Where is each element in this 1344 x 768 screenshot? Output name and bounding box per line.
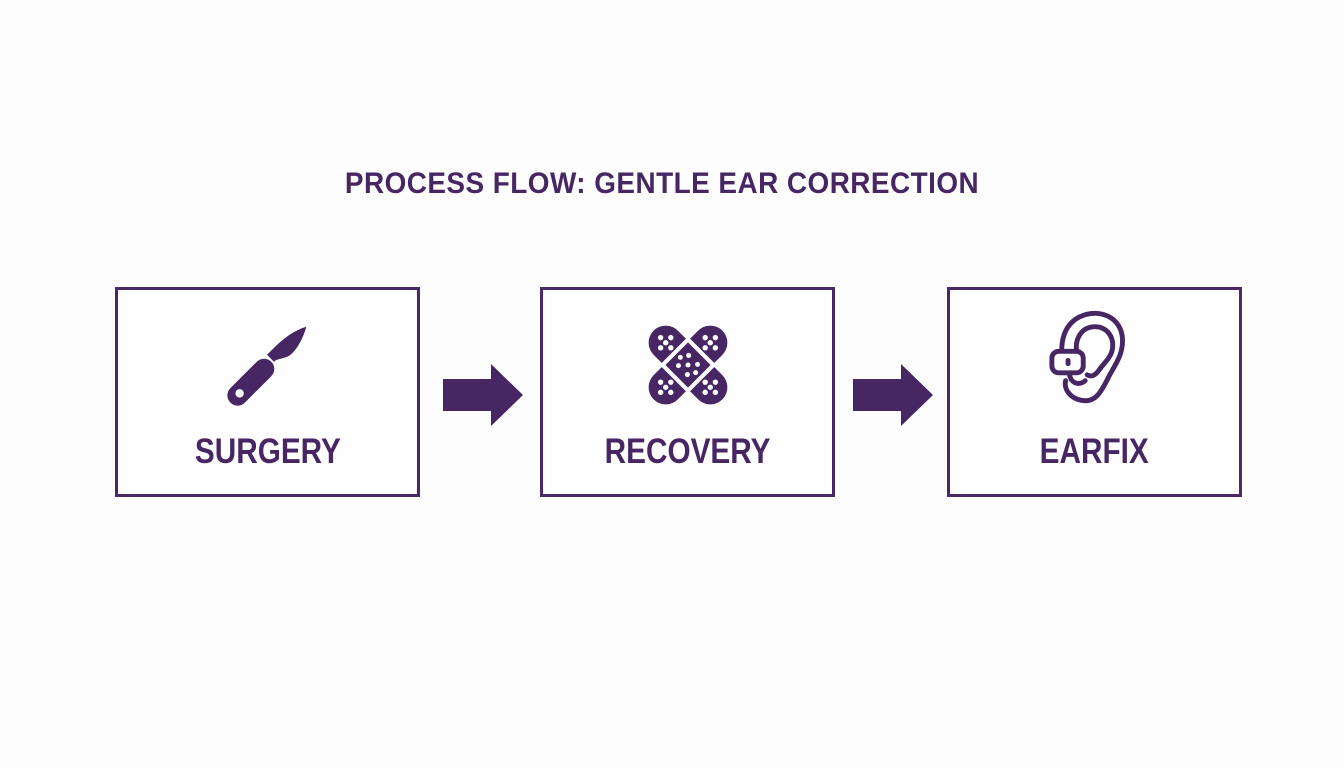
ear-hearing-aid-icon [1046, 302, 1144, 428]
crossed-bandages-icon [634, 302, 742, 428]
arrow-right-icon [853, 364, 933, 426]
page-title: PROCESS FLOW: GENTLE EAR CORRECTION [344, 167, 980, 200]
scalpel-icon [212, 302, 324, 428]
step-label-recovery: RECOVERY [604, 432, 771, 471]
step-box-recovery: RECOVERY [540, 287, 835, 497]
step-label-surgery: SURGERY [194, 432, 341, 471]
step-box-surgery: SURGERY [115, 287, 420, 497]
step-label-earfix: EARFIX [1039, 432, 1150, 471]
step-box-earfix: EARFIX [947, 287, 1242, 497]
arrow-right-icon [443, 364, 523, 426]
